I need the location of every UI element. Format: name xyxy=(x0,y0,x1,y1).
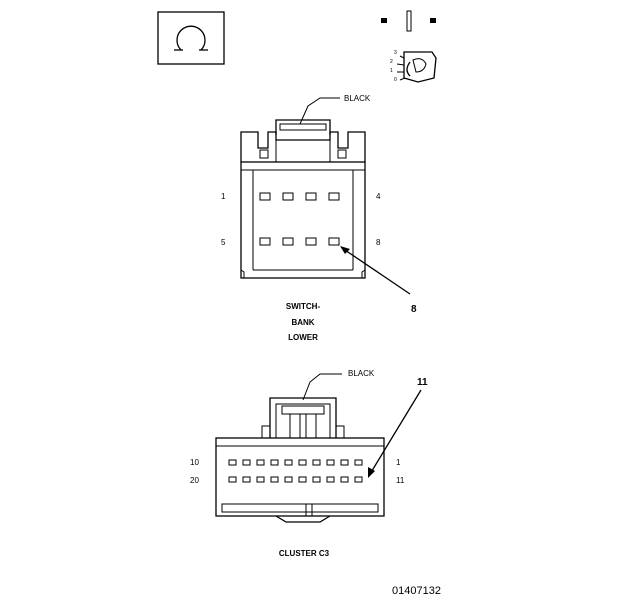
cluster-pin-10: 10 xyxy=(190,458,199,467)
switch-bank-caption-line1: SWITCH- xyxy=(286,302,321,311)
cluster-pin-11: 11 xyxy=(396,476,405,485)
switch-bank-callout: 8 xyxy=(411,304,417,315)
terminal-mark-0: 0 xyxy=(394,77,397,83)
cluster-c3-connector xyxy=(215,397,385,523)
cluster-color-leader xyxy=(302,373,342,401)
switch-bank-pin-1: 1 xyxy=(221,192,226,201)
cluster-color-label: BLACK xyxy=(348,369,375,378)
switch-bank-pin-4: 4 xyxy=(376,192,381,201)
terminal-mark-1: 1 xyxy=(390,68,393,74)
switch-bank-pin-5: 5 xyxy=(221,238,226,247)
switch-bank-connector xyxy=(240,119,366,279)
switch-bank-callout-arrow xyxy=(341,247,411,295)
switch-bank-pin-8: 8 xyxy=(376,238,381,247)
cluster-pin-1: 1 xyxy=(396,458,401,467)
cluster-callout-arrow xyxy=(369,389,422,475)
cluster-caption: CLUSTER C3 xyxy=(279,549,330,558)
terminal-key-icon: 3 2 1 0 xyxy=(381,10,437,83)
switch-bank-color-leader xyxy=(299,97,340,125)
terminal-mark-3: 3 xyxy=(394,50,397,56)
figure-id: 01407132 xyxy=(392,585,441,597)
cluster-callout: 11 xyxy=(417,377,428,388)
switch-bank-color-label: BLACK xyxy=(344,94,371,103)
cluster-pin-20: 20 xyxy=(190,476,199,485)
terminal-mark-2: 2 xyxy=(390,59,393,65)
omega-terminal-icon xyxy=(157,11,225,65)
switch-bank-caption-line3: LOWER xyxy=(288,333,318,342)
switch-bank-caption-line2: BANK xyxy=(291,318,314,327)
